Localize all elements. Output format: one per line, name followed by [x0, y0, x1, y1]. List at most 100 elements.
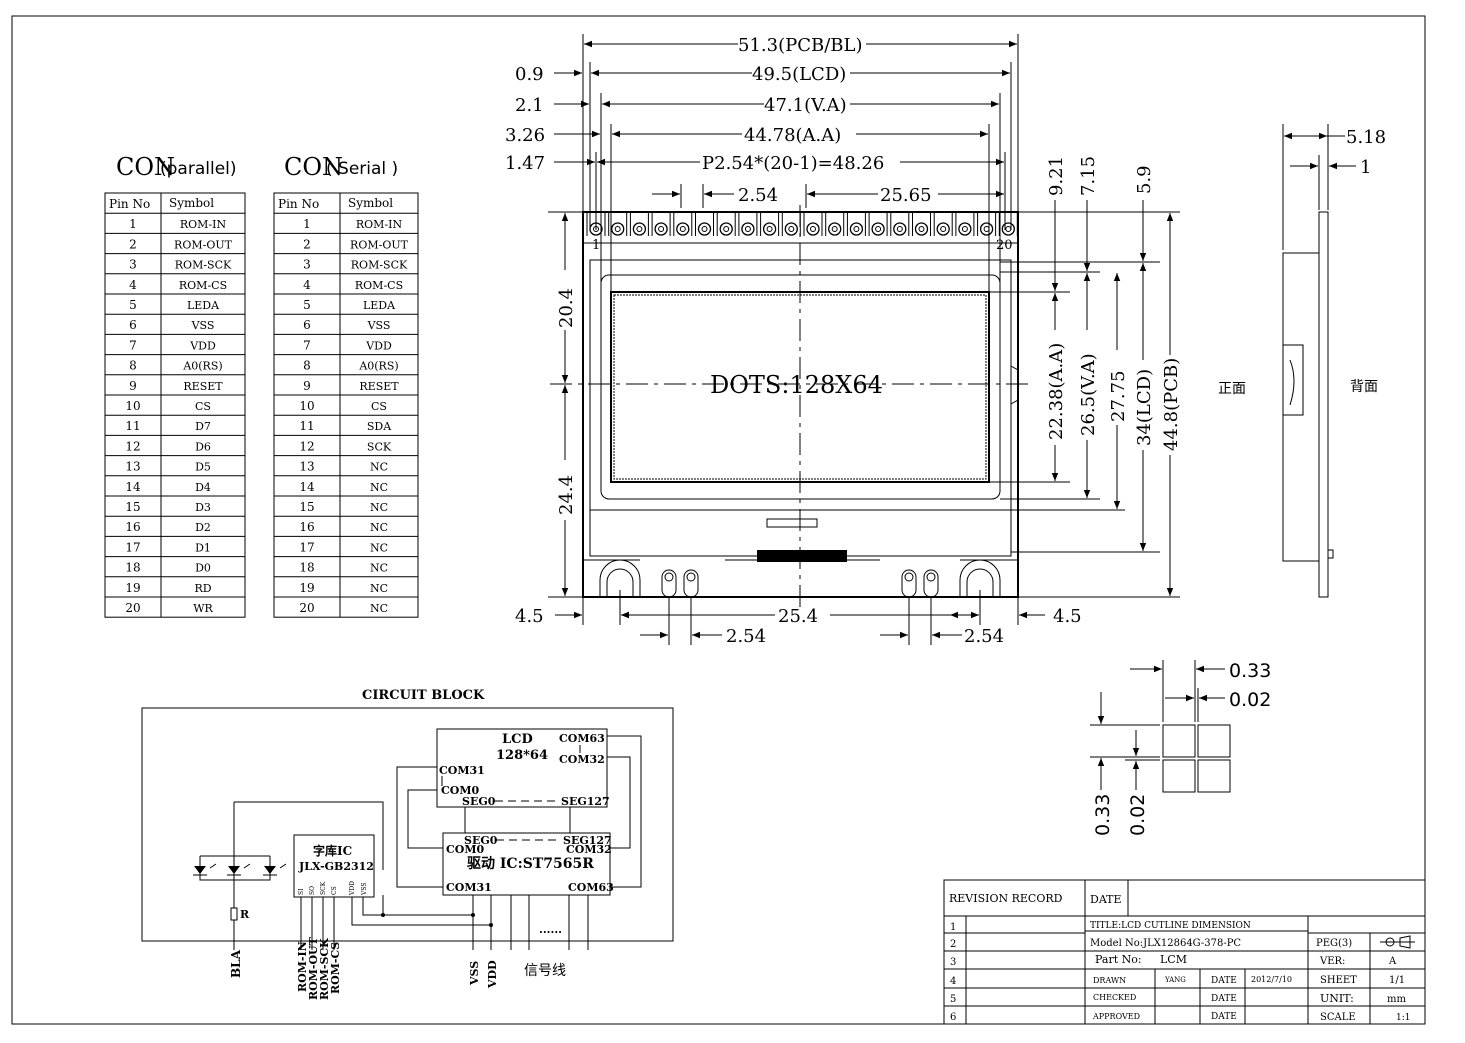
con-parallel-pin-no: 13 [125, 460, 140, 474]
pin-pad [741, 222, 755, 236]
peg-label: PEG(3) [1316, 938, 1352, 949]
con-parallel-subtitle: (parallel) [160, 159, 237, 179]
pin-pad [589, 222, 603, 236]
pin-pad [893, 222, 907, 236]
con-parallel-pin-symbol: D4 [195, 481, 211, 494]
con-serial-pin-symbol: NC [370, 541, 388, 554]
pin-pad [936, 222, 950, 236]
dots-label: DOTS:128X64 [710, 371, 883, 399]
pin-pad [849, 222, 864, 236]
lcd-module-outline: 51.3(PCB/BL) 49.5(LCD) 0.9 47.1(V.A) 2.1… [505, 34, 1182, 647]
driver-com63: COM63 [568, 881, 614, 894]
lcd-block-title: LCD [502, 732, 533, 747]
pin-pad [828, 222, 842, 236]
dim-4-5-left: 4.5 [515, 606, 544, 627]
con-parallel-pin-no: 5 [129, 298, 137, 312]
con-serial-pin-symbol: NC [370, 562, 388, 575]
con-serial-pin-symbol: VDD [365, 339, 392, 352]
con-serial-pin-symbol: ROM-CS [355, 279, 403, 292]
con-serial-pin-no: 13 [299, 460, 314, 474]
con-parallel-title: CON [116, 153, 175, 181]
con-parallel-pin-symbol: D5 [195, 461, 211, 474]
con-parallel-pin-no: 17 [125, 540, 140, 554]
dim-va-height: 26.5(V.A) [1078, 353, 1099, 436]
dim-1: 1 [1360, 157, 1371, 178]
dim-aa-height: 22.38(A.A) [1046, 343, 1067, 440]
con-parallel-pin-symbol: D3 [195, 501, 211, 514]
sheet-label: SHEET [1320, 975, 1357, 986]
dim-20-4: 20.4 [556, 288, 577, 328]
dim-5-18: 5.18 [1346, 127, 1386, 148]
lcd-seg0: SEG0 [462, 795, 496, 808]
con-parallel-pin-no: 18 [125, 561, 140, 575]
con-serial-pin-symbol: RESET [359, 380, 399, 393]
pin-pad [958, 222, 972, 236]
pin-pad [979, 222, 994, 236]
con-parallel-header-symbol: Symbol [169, 196, 214, 210]
drawn-date-label: DATE [1211, 976, 1237, 986]
driver-ic-name: 驱动 IC:ST7565R [467, 855, 594, 872]
con-serial-pin-no: 20 [299, 601, 314, 615]
dim-pcb-bl: 51.3(PCB/BL) [738, 35, 862, 56]
con-serial-pin-no: 11 [299, 419, 314, 433]
resistor-label: R [240, 908, 250, 921]
dim-2-54-bottom-right: 2.54 [964, 626, 1004, 647]
revision-record-label: REVISION RECORD [949, 892, 1063, 905]
version-value: A [1388, 956, 1397, 967]
side-view: 5.18 1 正面 背面 [1218, 124, 1386, 598]
pin-pad [632, 222, 647, 236]
con-serial-pin-no: 4 [303, 278, 311, 292]
con-parallel-pin-no: 3 [129, 258, 137, 272]
pin-1-label: 1 [592, 238, 600, 253]
con-serial-pin-no: 8 [303, 359, 311, 373]
circuit-title: CIRCUIT BLOCK [362, 688, 485, 703]
font-pin-so: SO [309, 886, 316, 895]
projection-symbol-icon [1380, 935, 1415, 949]
drawing-title: TITLE:LCD CUTLINE DIMENSION [1090, 921, 1251, 931]
con-parallel-pin-no: 14 [125, 480, 141, 494]
checked-label: CHECKED [1093, 993, 1136, 1002]
con-parallel-pin-no: 11 [125, 419, 140, 433]
con-parallel-pin-no: 20 [125, 601, 140, 615]
con-parallel-pin-symbol: CS [195, 400, 211, 413]
drawn-by: YANG [1164, 976, 1186, 984]
revision-row-number: 5 [950, 994, 956, 1005]
con-parallel-pin-no: 15 [125, 500, 140, 514]
con-parallel-pin-no: 1 [129, 217, 137, 231]
dim-3-26: 3.26 [505, 125, 545, 146]
con-serial-pin-symbol: NC [370, 461, 388, 474]
con-serial-pin-no: 18 [299, 561, 314, 575]
rom-sck-label: ROM-SCK [318, 938, 331, 1000]
con-serial-pin-no: 10 [299, 399, 314, 413]
con-parallel-pin-no: 16 [125, 520, 140, 534]
con-serial-pin-symbol: CS [371, 400, 387, 413]
con-serial-header-symbol: Symbol [348, 196, 393, 210]
con-serial-pin-symbol: NC [370, 521, 388, 534]
dim-24-4: 24.4 [556, 475, 577, 515]
backlight-leds [199, 802, 271, 950]
con-parallel-pin-symbol: A0(RS) [182, 360, 222, 373]
rom-out-label: ROM-OUT [307, 936, 320, 1000]
pin-pad [871, 222, 885, 236]
con-parallel-pin-symbol: ROM-OUT [174, 238, 233, 251]
approved-date-label: DATE [1211, 1012, 1237, 1022]
con-parallel-pin-no: 9 [129, 379, 137, 393]
con-parallel-pin-symbol: VDD [189, 339, 216, 352]
revision-row-number: 2 [950, 939, 956, 950]
con-parallel-pin-symbol: LEDA [187, 299, 220, 312]
dim-27-75: 27.75 [1108, 370, 1129, 422]
dim-lcd-height: 34(LCD) [1134, 369, 1155, 446]
dim-2-1: 2.1 [515, 95, 544, 116]
pixel-gap-v: 0.02 [1127, 794, 1149, 836]
fpc-flex [757, 550, 847, 562]
dim-9-21: 9.21 [1046, 156, 1067, 196]
con-parallel-pin-symbol: D6 [195, 440, 211, 453]
revision-date-label: DATE [1090, 893, 1122, 906]
font-ic-name: 字库IC [313, 843, 352, 858]
pin-pad [697, 222, 712, 236]
lcd-block-dots: 128*64 [496, 748, 548, 763]
signal-dots: ...... [539, 923, 562, 936]
